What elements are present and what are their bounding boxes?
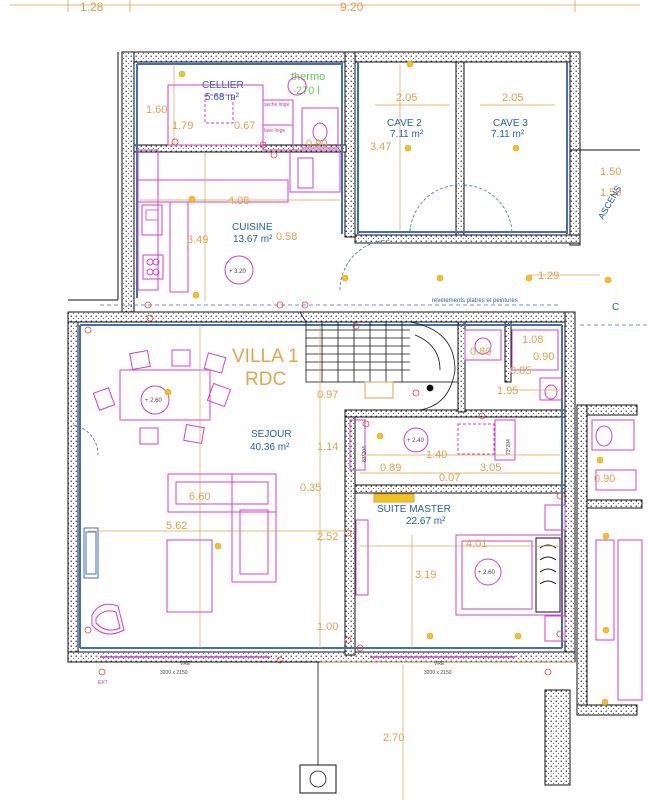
cellier-area: 5.68 m²	[205, 92, 240, 103]
level-suite: + 2.60	[478, 570, 496, 576]
dim-114: 1.14	[317, 441, 338, 453]
cave-doors	[339, 184, 513, 291]
dim-179: 1.79	[172, 120, 193, 132]
vre-label-1: VRE	[180, 661, 191, 667]
dim-150: 1.50	[600, 166, 621, 178]
level-hall: + 2.40	[407, 438, 425, 444]
kitchen-furniture	[137, 84, 341, 293]
dim-195: 1.95	[497, 385, 518, 397]
dim-007: 0.07	[439, 472, 460, 484]
sejour-area: 40.36 m²	[250, 442, 290, 453]
dim-305: 3.05	[480, 462, 501, 474]
stair-marker	[364, 381, 394, 399]
dim-408: 4.08	[228, 195, 249, 207]
title-line1: VILLA 1	[232, 346, 299, 367]
sofa	[166, 473, 277, 613]
kitchen-sink	[141, 204, 163, 236]
cuisine-name: CUISINE	[232, 222, 273, 233]
cave2-area: 7.11 m²	[390, 129, 424, 140]
outlet-markers	[84, 138, 564, 676]
level-cuisine: + 3.20	[229, 269, 247, 275]
dim-205a: 2.05	[396, 92, 417, 104]
suite-bed	[455, 534, 563, 616]
ext-label: EXT	[98, 680, 108, 686]
level-sejour: + 2.60	[145, 398, 163, 404]
dim-085: 0.85	[510, 365, 531, 377]
dim-129: 1.29	[538, 270, 559, 282]
cave3-name: CAVE 3	[493, 118, 528, 129]
staircase	[299, 311, 459, 411]
dim-090b: 0.90	[533, 351, 554, 363]
left-cabinet	[83, 527, 99, 579]
revetements-note: revetements platres et peintures	[432, 298, 518, 304]
dimension-lines	[88, 64, 600, 800]
dim-035: 0.35	[300, 482, 321, 494]
dimension-texts: 1.60 1.79 0.67 0.90 2.05 2.05 3.47 4.08 …	[146, 92, 621, 744]
top-dimension-line: 1.28 9.20	[10, 0, 640, 14]
lave-label: lave linge	[264, 128, 285, 134]
dim-067: 0.67	[234, 120, 255, 132]
suite-area: 22.67 m²	[406, 516, 446, 527]
thermo-symbol	[287, 76, 307, 96]
dining-set	[92, 349, 232, 445]
level-markers: + 3.20 + 2.60 + 2.40 + 2.60	[145, 269, 496, 576]
window-size-2: 3200 x 2150	[424, 670, 452, 676]
seche-label: seche linge	[264, 102, 290, 108]
walls	[67, 51, 643, 786]
dim-319: 3.19	[415, 569, 436, 581]
dim-660: 6.60	[189, 491, 210, 503]
vre-label-2: VRE	[434, 661, 445, 667]
cave2-name: CAVE 2	[387, 118, 422, 129]
title-line2: RDC	[245, 369, 286, 390]
annex-fixtures	[464, 329, 643, 701]
dim-270: 2.70	[383, 732, 404, 744]
dim-349: 3.49	[187, 234, 208, 246]
dim-347: 3.47	[370, 141, 391, 153]
dashed-lines	[100, 304, 650, 326]
suite-name: SUITE MASTER	[377, 504, 451, 515]
cuisine-area: 13.67 m²	[233, 234, 273, 245]
door-size-label: 83*204	[362, 446, 368, 462]
thermo-volume: 270 l	[296, 85, 320, 97]
dim-159: 1.59	[600, 187, 621, 199]
dim-top-left: 1.28	[80, 0, 104, 14]
dim-252: 2.52	[317, 531, 338, 543]
ceiling-lights	[164, 60, 612, 706]
dim-100: 1.00	[317, 621, 338, 633]
dim-080: 0.80	[470, 346, 491, 358]
thermo-label: thermo	[291, 71, 325, 83]
c-label: C	[612, 302, 619, 313]
dim-058: 0.58	[276, 231, 297, 243]
dim-401: 4.01	[466, 538, 487, 550]
sejour-name: SEJOUR	[251, 429, 292, 440]
dim-097: 0.97	[317, 389, 338, 401]
dim-top-main: 9.20	[340, 0, 364, 14]
door-size-label-2: 73*204	[506, 439, 512, 455]
dim-140: 1.40	[426, 449, 447, 461]
dim-090a: 0.90	[306, 138, 327, 150]
cave3-area: 7.11 m²	[491, 129, 525, 140]
entry-symbol	[299, 662, 337, 794]
left-door	[72, 424, 99, 456]
villa-title: VILLA 1 RDC	[232, 346, 299, 390]
armchair	[91, 603, 125, 635]
hall-furniture	[349, 419, 516, 503]
dim-090c: 0.90	[594, 473, 615, 485]
dim-205b: 2.05	[502, 92, 523, 104]
dim-562: 5.62	[166, 520, 187, 532]
wardrobe	[355, 519, 369, 596]
dim-089: 0.89	[380, 462, 401, 474]
dim-108: 1.08	[522, 334, 543, 346]
window-size-1: 3200 x 2150	[160, 670, 188, 676]
dim-160: 1.60	[146, 104, 167, 116]
